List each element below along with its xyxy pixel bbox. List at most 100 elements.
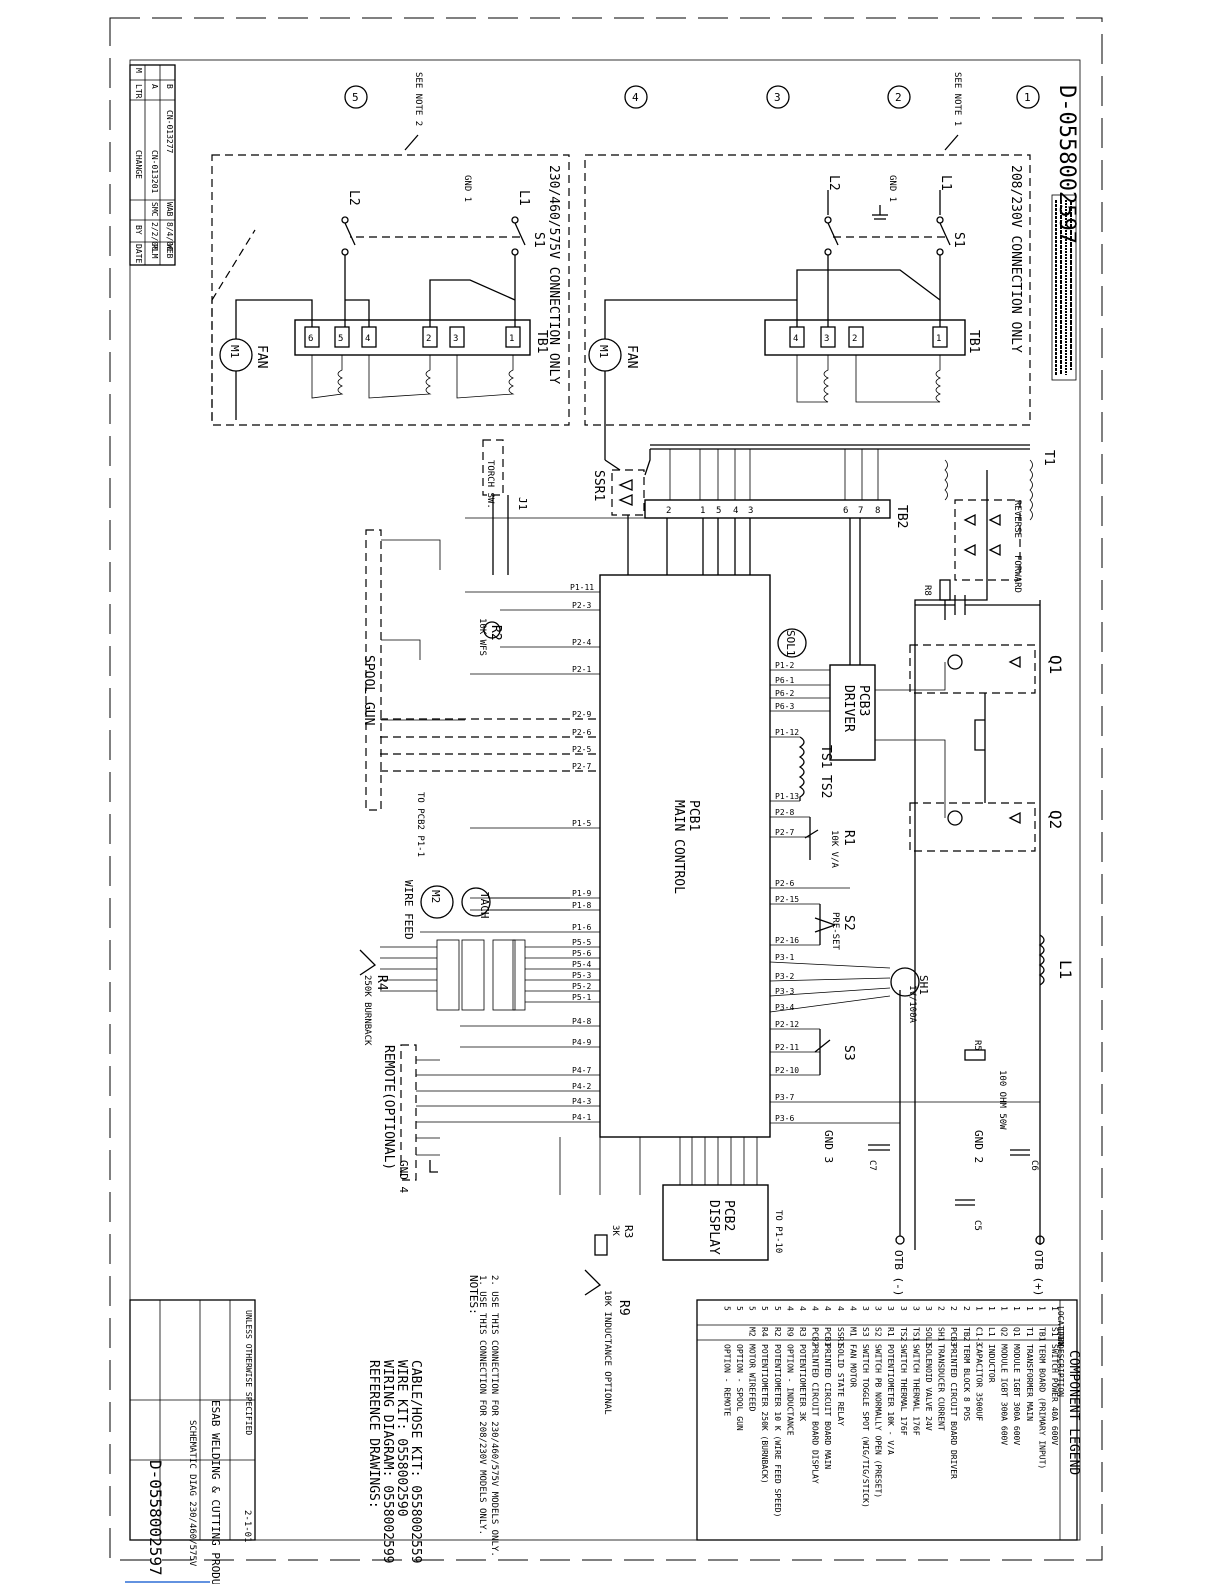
pcb1-pin-p6-2: P6-2 (775, 689, 794, 698)
pcb1-pin-p3-1: P3-1 (775, 953, 794, 962)
legend-description: OPTION - SPOOL GUN (735, 1344, 744, 1431)
rev-b-by: WAB (165, 202, 174, 217)
pcb1-pin-p5-4: P5-4 (572, 960, 591, 969)
remote-connector (400, 1044, 417, 1181)
rev-b-date: 8/4/00 (165, 222, 174, 251)
legend-location: 3 (861, 1306, 870, 1311)
rev-header-m: M (134, 68, 143, 73)
legend-item: PCB3 (949, 1327, 958, 1346)
legend-description: OPTION - REMOTE (722, 1344, 731, 1416)
tb1-lower-pin-1: 1 (509, 334, 514, 344)
tach-label: TACH (478, 892, 491, 919)
pcb3-label: PCB3 (856, 685, 871, 716)
tb1-lower-pin-6: 6 (308, 334, 313, 344)
title-text: SCHEMATIC DIAG 230/460/575V (187, 1420, 197, 1567)
notes-block: NOTES: 1. USE THIS CONNECTION FOR 208/23… (467, 1275, 499, 1557)
remote-label: REMOTE(OPTIONAL) (381, 1045, 396, 1170)
s2-label: S2 (841, 915, 856, 931)
tach-sensor (461, 887, 491, 917)
pcb1-pin-p3-4: P3-4 (775, 1003, 794, 1012)
sh1-value: 1V/100A (907, 985, 917, 1024)
spool-gun-connector (365, 529, 382, 811)
r4-value: 250K BURNBACK (362, 975, 372, 1046)
inductor-l1-label: L1 (1056, 960, 1075, 979)
tb2-pin-7: 7 (858, 506, 863, 516)
tb1-upper-label: TB1 (966, 330, 981, 353)
s2-value: PRE-SET (830, 912, 840, 951)
reference-drawings: REFERENCE DRAWINGS: WIRING DIAGRAM: 0558… (366, 1360, 423, 1564)
pcb1-pin-p2-8: P2-8 (775, 808, 794, 817)
legend-location: 3 (911, 1306, 920, 1311)
title-unless-noted: UNLESS OTHERWISE SPECIFIED (244, 1310, 253, 1435)
lower-l2-label: L2 (346, 190, 361, 206)
otb-negative-terminal (895, 1235, 905, 1245)
torch-sw-label: TORCH SW. (485, 460, 495, 509)
tb2-pin-3: 3 (748, 506, 753, 516)
fan-m1-lower-label: M1 (228, 345, 241, 358)
zone-markers: 1 2 3 4 5 (344, 85, 1040, 109)
legend-location: 5 (748, 1306, 757, 1311)
legend-location: 4 (848, 1306, 857, 1311)
q1-module (909, 644, 1036, 694)
otb-negative-label: OTB (-) (892, 1250, 905, 1296)
zone-5: 5 (352, 91, 359, 104)
pcb1-pin-p5-1: P5-1 (572, 993, 591, 1002)
m2-wire-feed-motor (420, 885, 454, 919)
wire-feed-label: WIRE FEED (402, 880, 415, 940)
legend-location: 3 (874, 1306, 883, 1311)
legend-header-0: LOCATION (1056, 1306, 1065, 1345)
pcb1-pin-p2-7: P2-7 (572, 762, 591, 771)
pcb1-pin-p2-5: P2-5 (572, 745, 591, 754)
r5-label: R5 (972, 1040, 982, 1051)
pcb1-pin-p1-11: P1-11 (570, 583, 594, 592)
connection-208-230-box (584, 154, 1031, 426)
legend-location: 1 (1025, 1306, 1034, 1311)
ref-wiring-diagram: WIRING DIAGRAM: 0558002599 (380, 1360, 395, 1564)
legend-description: SWITCH PB NORMALLY OPEN (PRESET) (874, 1344, 883, 1498)
rev-b-change: CN-013277 (165, 110, 174, 154)
tb1-lower-pin-3: 3 (453, 334, 458, 344)
revision-block (129, 64, 176, 266)
q2-label: Q2 (1046, 810, 1065, 829)
legend-location: 1 (1050, 1306, 1059, 1311)
fan-m1-upper-label: M1 (597, 345, 610, 358)
upper-l2-label: L2 (826, 175, 841, 191)
see-note-2: SEE NOTE 2 (413, 72, 423, 126)
sh1-sensor (890, 967, 920, 997)
ts2-label: TS2 (818, 775, 833, 798)
pcb1-pin-p1-13: P1-13 (775, 792, 799, 801)
ssr1-relay (611, 469, 645, 516)
r5-value: 100 OHM 50W (997, 1070, 1007, 1130)
legend-item: TS1 (911, 1327, 920, 1342)
ssr1-label: SSR1 (591, 470, 606, 501)
legend-item: SSR1 (836, 1327, 845, 1346)
pcb1-pin-p2-3: P2-3 (572, 601, 591, 610)
legend-location: 5 (760, 1306, 769, 1311)
notes-title: NOTES: (467, 1275, 480, 1315)
legend-location: 4 (836, 1306, 845, 1311)
to-pcb2-label: TO PCB2 P1-1 (415, 792, 425, 857)
component-legend (696, 1299, 1078, 1541)
tb1-lower (294, 319, 531, 356)
legend-location: 1 (1037, 1306, 1046, 1311)
r4-label: R4 (374, 975, 389, 991)
legend-location: 5 (722, 1306, 731, 1311)
pcb1-pin-p4-1: P4-1 (572, 1113, 591, 1122)
pcb1-pin-p2-6-right: P2-6 (775, 879, 794, 888)
q1-label: Q1 (1046, 655, 1065, 674)
pcb1-pin-p5-2: P5-2 (572, 982, 591, 991)
legend-item: TB2 (962, 1327, 971, 1342)
